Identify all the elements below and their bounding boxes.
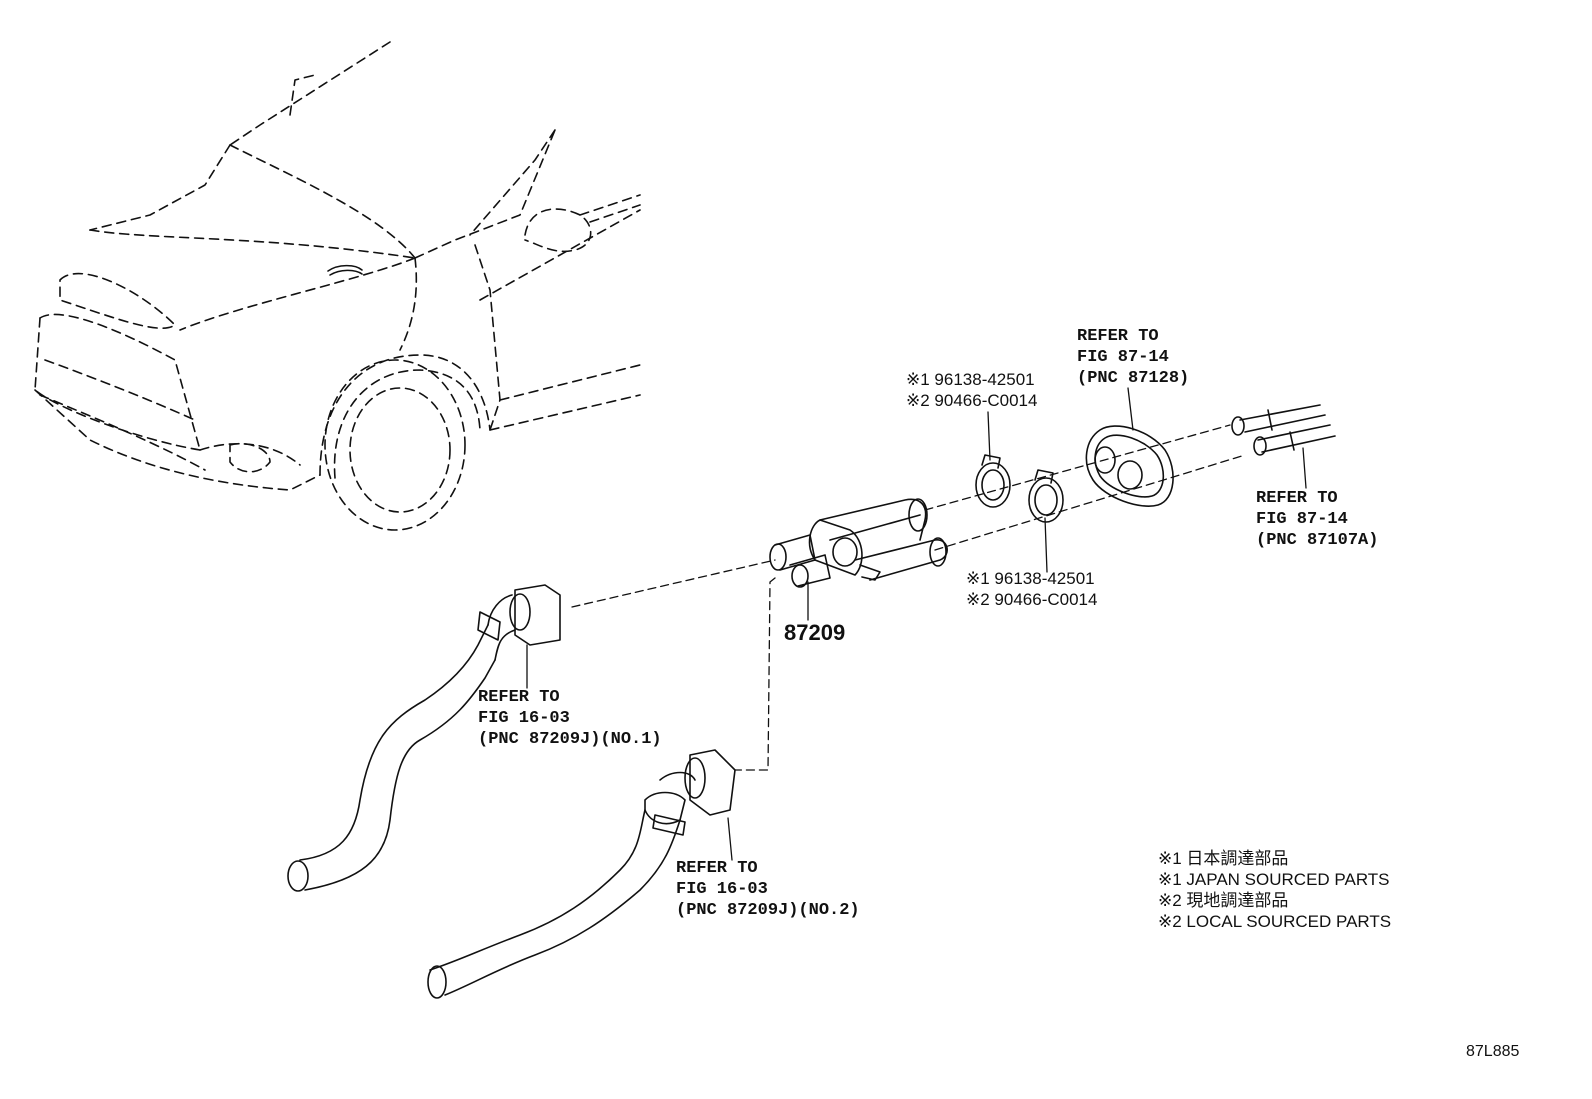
leader-lines [526,387,1307,861]
label-line: FIG 87-14 [1077,348,1169,367]
label-line: (PNC 87128) [1077,369,1190,388]
heater-pipes [1231,404,1336,456]
hose-no1 [287,584,561,892]
label-line: (PNC 87107A) [1256,531,1379,550]
label-line: (PNC 87209J)(NO.2) [676,901,860,920]
refer-fig87-14-grommet: REFER TO FIG 87-14 (PNC 87128) [1077,326,1189,389]
label-line: FIG 16-03 [676,880,768,899]
label-line: ※1 96138-42501 [906,370,1035,389]
clamp-part-numbers-upper: ※1 96138-42501 ※2 90466-C0014 [906,369,1037,411]
assembly-lines [571,424,1246,771]
legend-line: ※2 LOCAL SOURCED PARTS [1158,912,1392,931]
label-line: ※2 90466-C0014 [966,590,1098,609]
hose-clamp-lower [1028,469,1064,523]
refer-fig16-03-no1: REFER TO FIG 16-03 (PNC 87209J)(NO.1) [478,687,662,750]
water-valve-87209 [769,498,948,588]
legend-line: ※1 JAPAN SOURCED PARTS [1158,870,1390,889]
hose-no2 [427,749,736,999]
refer-fig16-03-no2: REFER TO FIG 16-03 (PNC 87209J)(NO.2) [676,858,860,921]
label-line: REFER TO [478,688,560,707]
sourcing-legend: ※1 日本調達部品 ※1 JAPAN SOURCED PARTS ※2 現地調達… [1158,848,1391,932]
heater-grommet [1085,425,1174,507]
vehicle-outline [34,41,641,531]
label-line: FIG 87-14 [1256,510,1348,529]
refer-fig87-14-pipes: REFER TO FIG 87-14 (PNC 87107A) [1256,488,1378,551]
legend-line: ※1 日本調達部品 [1158,849,1289,868]
hose-clamp-upper [975,454,1011,508]
label-line: REFER TO [1256,489,1338,508]
label-line: (PNC 87209J)(NO.1) [478,730,662,749]
legend-line: ※2 現地調達部品 [1158,891,1289,910]
hood-emblem [327,264,363,276]
label-line: ※1 96138-42501 [966,569,1095,588]
label-line: REFER TO [1077,327,1159,346]
label-line: FIG 16-03 [478,709,570,728]
label-line: ※2 90466-C0014 [906,391,1038,410]
clamp-part-numbers-lower: ※1 96138-42501 ※2 90466-C0014 [966,568,1097,610]
part-number-87209: 87209 [784,620,846,645]
label-line: REFER TO [676,859,758,878]
diagram-code: 87L885 [1466,1043,1520,1060]
